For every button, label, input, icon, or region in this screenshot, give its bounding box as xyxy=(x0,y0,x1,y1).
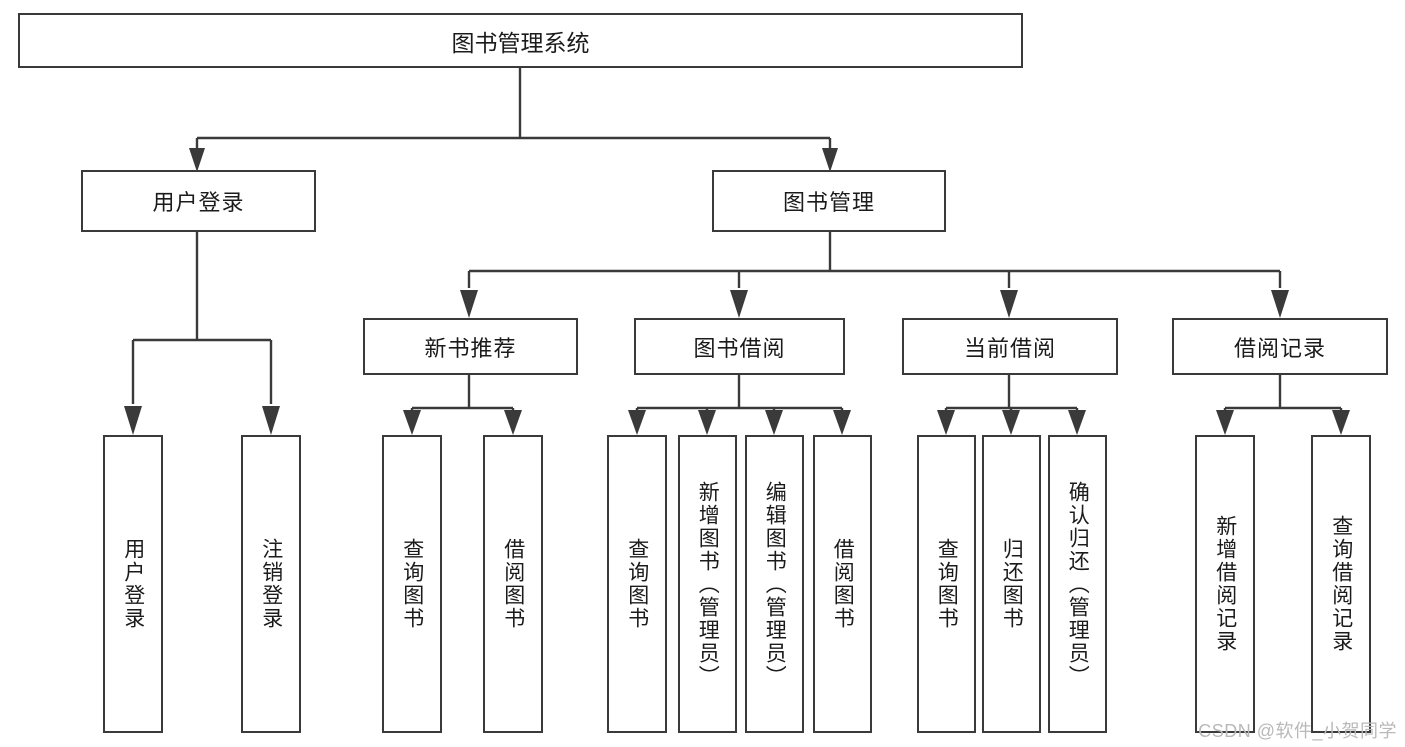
leaf-current-borrow-query[interactable]: 查询图书 xyxy=(917,435,976,733)
leaf-current-borrow-return[interactable]: 归还图书 xyxy=(982,435,1041,733)
leaf-user-login-login[interactable]: 用户登录 xyxy=(103,435,163,733)
node-book-borrow[interactable]: 图书借阅 xyxy=(634,318,845,375)
leaf-label: 编辑图书（管理员） xyxy=(763,480,787,688)
node-current-borrow-label: 当前借阅 xyxy=(963,335,1056,361)
node-borrow-record[interactable]: 借阅记录 xyxy=(1172,318,1388,375)
leaf-book-borrow-edit[interactable]: 编辑图书（管理员） xyxy=(745,435,804,733)
leaf-label: 新增图书（管理员） xyxy=(696,480,720,688)
leaf-user-login-logout[interactable]: 注销登录 xyxy=(241,435,301,733)
leaf-label: 查询图书 xyxy=(625,538,649,630)
node-user-login-label: 用户登录 xyxy=(152,190,245,215)
leaf-current-borrow-confirm[interactable]: 确认归还（管理员） xyxy=(1048,435,1107,733)
node-root[interactable]: 图书管理系统 xyxy=(18,13,1023,68)
leaf-borrow-record-query[interactable]: 查询借阅记录 xyxy=(1311,435,1371,733)
leaf-label: 查询图书 xyxy=(935,538,959,630)
leaf-label: 借阅图书 xyxy=(501,538,525,630)
leaf-book-borrow-add[interactable]: 新增图书（管理员） xyxy=(678,435,737,733)
leaf-book-borrow-query[interactable]: 查询图书 xyxy=(607,435,667,733)
leaf-label: 确认归还（管理员） xyxy=(1066,480,1090,688)
leaf-label: 归还图书 xyxy=(1000,538,1024,630)
leaf-label: 查询借阅记录 xyxy=(1329,515,1353,653)
leaf-label: 借阅图书 xyxy=(831,538,855,630)
csdn-watermark: CSDN @软件_小贺同学 xyxy=(1198,721,1397,741)
node-borrow-record-label: 借阅记录 xyxy=(1233,335,1326,361)
leaf-borrow-record-add[interactable]: 新增借阅记录 xyxy=(1195,435,1255,733)
node-current-borrow[interactable]: 当前借阅 xyxy=(902,318,1118,375)
node-book-management[interactable]: 图书管理 xyxy=(712,170,946,232)
leaf-label: 注销登录 xyxy=(259,538,283,630)
leaf-label: 新增借阅记录 xyxy=(1213,515,1237,653)
leaf-label: 用户登录 xyxy=(121,538,145,630)
leaf-new-book-query[interactable]: 查询图书 xyxy=(382,435,442,733)
leaf-book-borrow-borrow[interactable]: 借阅图书 xyxy=(813,435,872,733)
node-book-management-label: 图书管理 xyxy=(782,190,875,215)
node-user-login[interactable]: 用户登录 xyxy=(81,170,316,232)
node-new-book-recommend[interactable]: 新书推荐 xyxy=(363,318,578,375)
node-book-borrow-label: 图书借阅 xyxy=(693,335,786,361)
node-root-label: 图书管理系统 xyxy=(451,29,590,56)
leaf-new-book-borrow[interactable]: 借阅图书 xyxy=(483,435,543,733)
leaf-label: 查询图书 xyxy=(400,538,424,630)
node-new-book-recommend-label: 新书推荐 xyxy=(424,335,517,361)
